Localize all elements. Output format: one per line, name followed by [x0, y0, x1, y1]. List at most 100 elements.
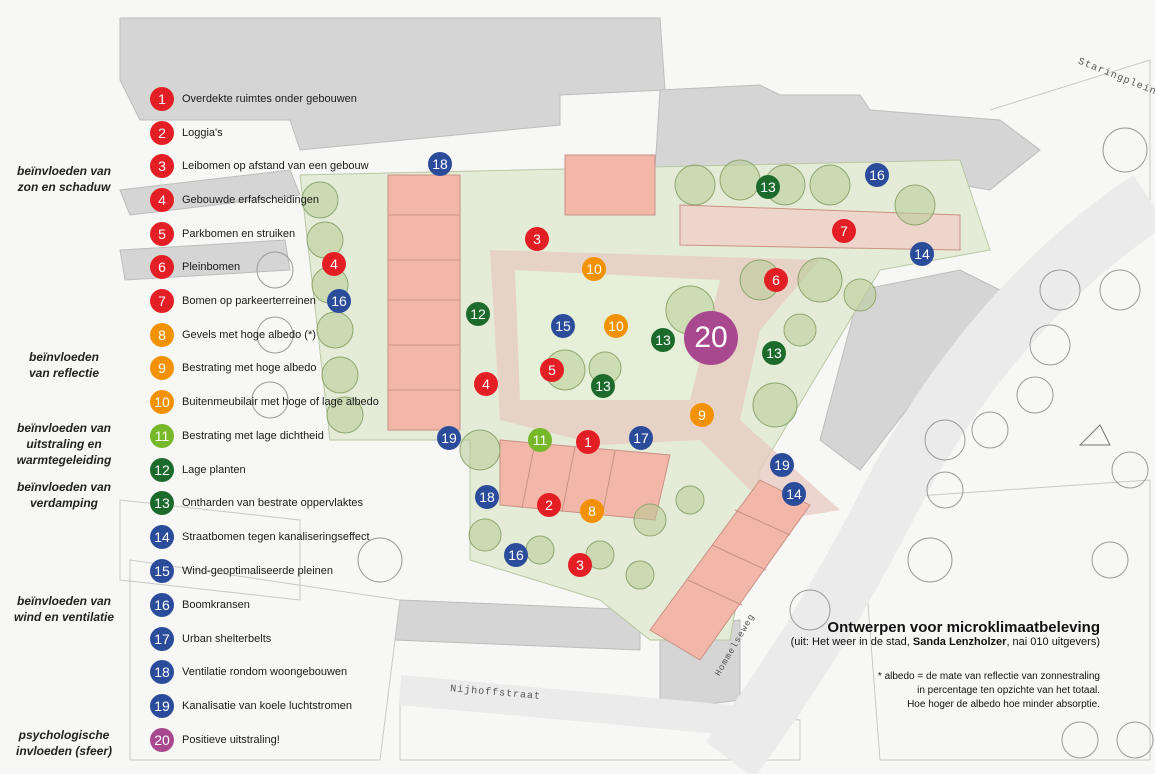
map-marker: 16	[504, 543, 528, 567]
legend-marker: 7	[150, 289, 174, 313]
map-marker: 18	[428, 152, 452, 176]
legend-label: Loggia's	[182, 127, 223, 139]
trees	[301, 159, 936, 590]
legend-item: 18 Ventilatie rondom woongebouwen	[150, 659, 347, 685]
legend-label: Parkbomen en struiken	[182, 228, 296, 240]
legend-item: 4 Gebouwde erfafscheidingen	[150, 187, 319, 213]
map-marker: 2	[537, 493, 561, 517]
legend-label: Boomkransen	[182, 599, 250, 611]
legend-label: Bestrating met hoge albedo	[182, 362, 317, 374]
map-marker: 10	[604, 314, 628, 338]
legend-label: Pleinbomen	[182, 261, 241, 273]
map-marker: 17	[629, 426, 653, 450]
legend-label: Kanalisatie van koele luchtstromen	[182, 700, 352, 712]
map-marker: 13	[756, 175, 780, 199]
map-marker: 1	[576, 430, 600, 454]
legend-item: 19 Kanalisatie van koele luchtstromen	[150, 693, 352, 719]
map-marker: 19	[437, 426, 461, 450]
map-marker: 5	[540, 358, 564, 382]
title-block: Ontwerpen voor microklimaatbeleving (uit…	[791, 619, 1100, 648]
legend-marker: 11	[150, 424, 174, 448]
legend-item: 5 Parkbomen en struiken	[150, 221, 295, 247]
map-marker: 16	[327, 289, 351, 313]
legend-label: Lage planten	[182, 464, 246, 476]
map-marker: 10	[582, 257, 606, 281]
legend-label: Bestrating met lage dichtheid	[182, 430, 324, 442]
legend-item: 6 Pleinbomen	[150, 254, 240, 280]
map-marker: 4	[474, 372, 498, 396]
legend-marker: 20	[150, 728, 174, 752]
legend-item: 17 Urban shelterbelts	[150, 626, 271, 652]
map-marker: 13	[591, 374, 615, 398]
map-marker: 15	[551, 314, 575, 338]
legend-item: 7 Bomen op parkeerterreinen	[150, 288, 316, 314]
legend-item: 20 Positieve uitstraling!	[150, 727, 280, 753]
legend-marker: 4	[150, 188, 174, 212]
legend-label: Gevels met hoge albedo (*)	[182, 329, 316, 341]
albedo-note: * albedo = de mate van reflectie van zon…	[877, 671, 1100, 710]
legend-label: Urban shelterbelts	[182, 633, 272, 645]
legend-item: 16 Boomkransen	[150, 592, 250, 618]
map-marker: 13	[651, 328, 675, 352]
map-marker: 3	[568, 553, 592, 577]
legend-marker: 8	[150, 323, 174, 347]
legend-label: Ontharden van bestrate oppervlaktes	[182, 497, 364, 509]
legend-label: Leibomen op afstand van een gebouw	[182, 160, 369, 172]
map-marker: 4	[322, 252, 346, 276]
legend-marker: 2	[150, 121, 174, 145]
street-trees	[251, 127, 1154, 759]
map-marker-main: 20	[684, 311, 738, 365]
legend-label: Gebouwde erfafscheidingen	[182, 194, 319, 206]
legend-item: 12 Lage planten	[150, 457, 246, 483]
legend-marker: 3	[150, 154, 174, 178]
legend-marker: 18	[150, 660, 174, 684]
legend-marker: 17	[150, 627, 174, 651]
map-title: Ontwerpen voor microklimaatbeleving	[827, 619, 1100, 636]
legend-marker: 1	[150, 87, 174, 111]
legend-marker: 5	[150, 222, 174, 246]
legend-item: 8 Gevels met hoge albedo (*)	[150, 322, 316, 348]
map-marker: 9	[690, 403, 714, 427]
legend-marker: 12	[150, 458, 174, 482]
map-marker: 18	[475, 485, 499, 509]
legend-marker: 19	[150, 694, 174, 718]
legend-label: Buitenmeubilair met hoge of lage albedo	[182, 396, 379, 408]
map-marker: 12	[466, 302, 490, 326]
legend-marker: 16	[150, 593, 174, 617]
legend-label: Wind-geoptimaliseerde pleinen	[182, 565, 334, 577]
map-subtitle: (uit: Het weer in de stad, Sanda Lenzhol…	[790, 636, 1100, 648]
legend-item: 2 Loggia's	[150, 120, 223, 146]
legend-label: Straatbomen tegen kanaliseringseffect	[182, 531, 370, 543]
map-marker: 19	[770, 453, 794, 477]
legend-marker: 13	[150, 491, 174, 515]
legend-marker: 10	[150, 390, 174, 414]
map-marker: 6	[764, 268, 788, 292]
legend-item: 14 Straatbomen tegen kanaliseringseffect	[150, 524, 370, 550]
legend-label: Ventilatie rondom woongebouwen	[182, 666, 348, 678]
legend-marker: 15	[150, 559, 174, 583]
legend-item: 13 Ontharden van bestrate oppervlaktes	[150, 490, 363, 516]
legend-label: Positieve uitstraling!	[182, 734, 280, 746]
legend-label: Bomen op parkeerterreinen	[182, 295, 316, 307]
legend-item: 11 Bestrating met lage dichtheid	[150, 423, 324, 449]
wind-direction-arrow	[1078, 424, 1111, 446]
map-marker: 13	[762, 341, 786, 365]
new-buildings	[387, 154, 961, 661]
map-marker: 14	[910, 242, 934, 266]
legend-marker: 14	[150, 525, 174, 549]
hommelseweg-road	[705, 175, 1155, 774]
legend-item: 3 Leibomen op afstand van een gebouw	[150, 153, 369, 179]
map-marker: 14	[782, 482, 806, 506]
map-marker: 16	[865, 163, 889, 187]
map-marker: 3	[525, 227, 549, 251]
legend-marker: 6	[150, 255, 174, 279]
